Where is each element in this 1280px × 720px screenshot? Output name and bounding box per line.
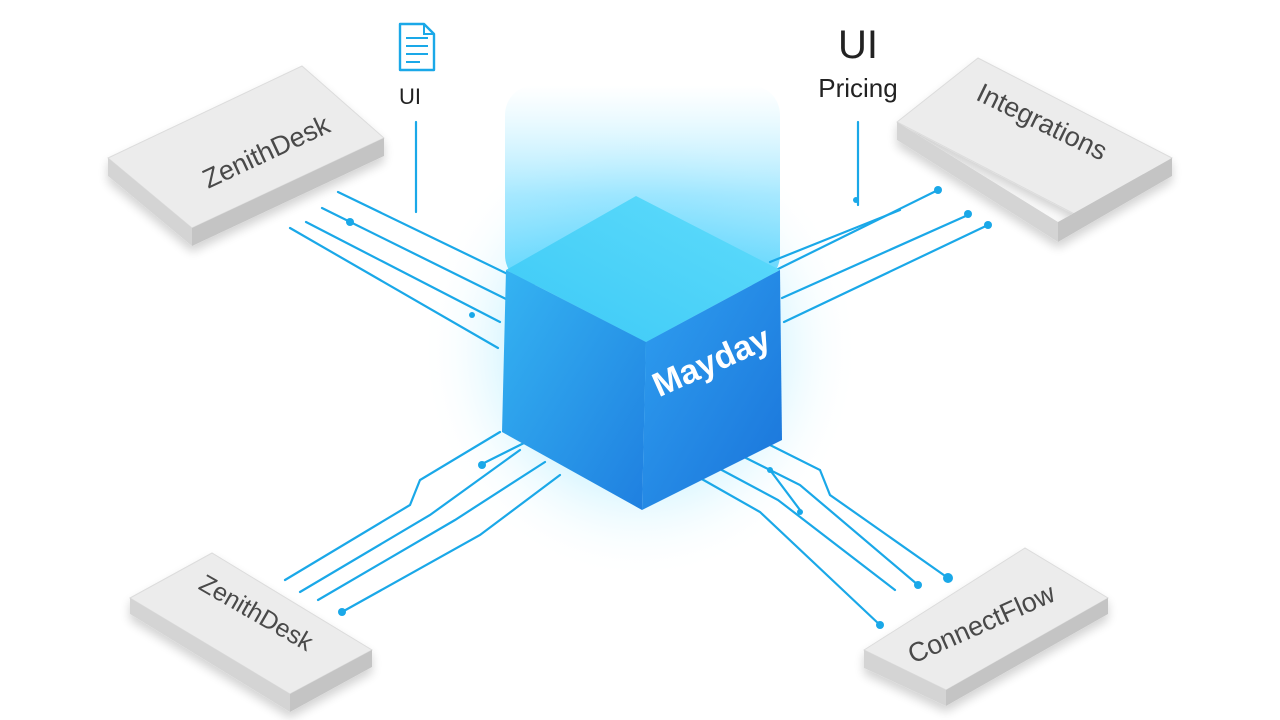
pricing-label: Pricing	[818, 73, 897, 103]
ui-label-left: UI	[399, 84, 421, 109]
trace-upper-left-3	[304, 220, 502, 324]
trace-dot	[853, 197, 859, 203]
slab-front	[1058, 158, 1172, 242]
trace-dot	[934, 186, 942, 194]
cube-right-face	[642, 270, 782, 510]
slab-side	[290, 650, 372, 712]
cube-top-face	[506, 196, 780, 342]
trace-lower-left-2	[298, 448, 522, 594]
slab-front	[108, 158, 192, 246]
trace-dots	[338, 186, 992, 629]
trace-upper-left-1	[336, 190, 522, 282]
trace-lower-right-4	[698, 476, 882, 627]
trace-lower-left-1	[283, 430, 502, 582]
trace-dot	[876, 621, 884, 629]
slab-front	[864, 650, 946, 706]
trace-dot	[338, 608, 346, 616]
cube-left-face	[502, 270, 646, 510]
trace-dot	[984, 221, 992, 229]
trace-dot	[478, 461, 486, 469]
mayday-cube: Mayday	[502, 196, 782, 510]
trace-lower-left-4	[340, 473, 562, 614]
node-zenithdesk-top: ZenithDesk	[107, 65, 385, 246]
trace-lower-right-5	[768, 468, 802, 512]
node-connectflow: ConnectFlow	[862, 547, 1109, 706]
trace-lower-right-3	[716, 466, 897, 592]
trace-upper-right-3	[782, 223, 990, 324]
trace-lower-left-5	[478, 438, 532, 467]
slab-side	[946, 598, 1108, 706]
document-icon	[398, 22, 436, 72]
slab-side	[897, 122, 1058, 242]
trace-dot	[914, 581, 922, 589]
document-icon-fold	[423, 24, 434, 35]
trace-lower-right-1	[758, 438, 950, 580]
trace-dot	[469, 312, 475, 318]
trace-lower-right-2	[738, 453, 920, 587]
trace-upper-right-1	[770, 188, 940, 274]
connection-traces	[283, 120, 990, 627]
trace-dot	[943, 573, 953, 583]
node-zenithdesk-bottom: ZenithDesk	[128, 552, 374, 712]
trace-dot	[964, 210, 972, 218]
slab-front	[130, 598, 290, 712]
trace-lower-left-3	[316, 460, 547, 602]
node-integrations: Integrations	[896, 57, 1173, 242]
trace-dot	[797, 509, 803, 515]
trace-upper-left-4	[288, 226, 500, 350]
trace-upper-right-2	[780, 213, 970, 300]
ui-label-right: UI	[838, 23, 878, 67]
trace-dot	[346, 218, 354, 226]
trace-upper-right-4	[768, 208, 902, 264]
trace-dot	[767, 467, 773, 473]
slab-side	[192, 138, 384, 246]
